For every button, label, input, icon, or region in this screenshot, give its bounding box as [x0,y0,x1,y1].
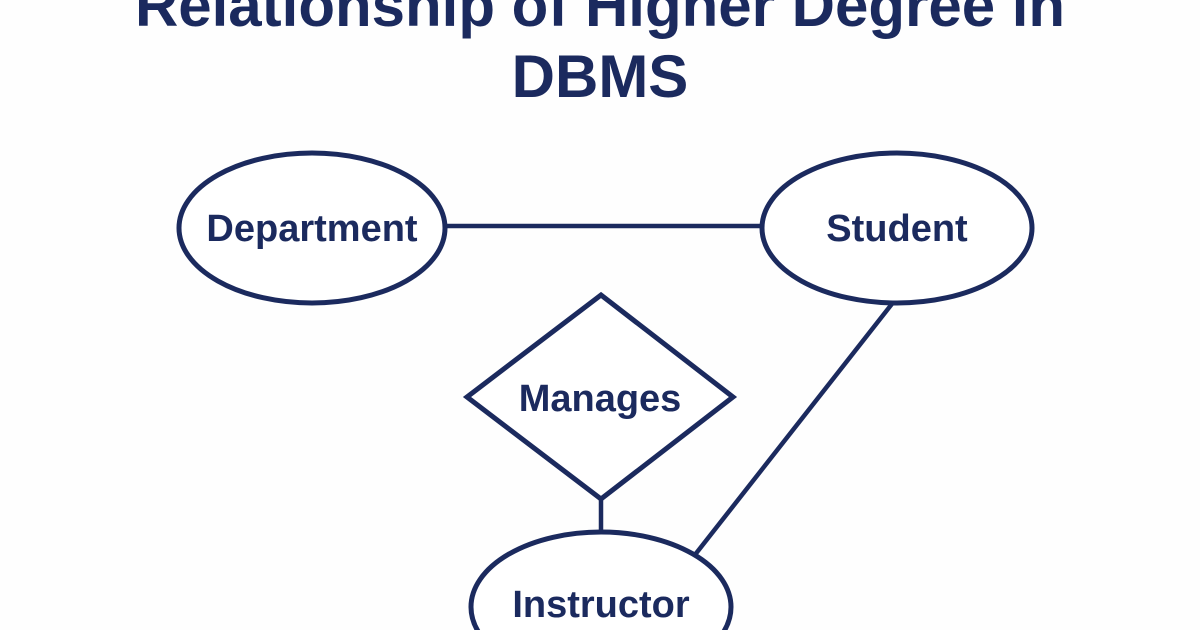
relationship-diamond-manages [462,291,738,503]
entity-ellipse-instructor [468,529,734,630]
entity-ellipse-department [176,150,448,306]
entity-label-instructor: Instructor [512,584,690,626]
page-title-line-2: DBMS [511,43,689,110]
page-title-line-1: Relationship of Higher Degree in [134,0,1066,39]
connector-student-instructor [692,298,897,558]
entity-ellipse-student [759,150,1035,306]
entity-label-department: Department [206,208,417,250]
entity-label-student: Student [826,208,968,250]
page-title: Relationship of Higher Degree in DBMS [0,0,1200,112]
relationship-label-manages: Manages [519,378,682,420]
